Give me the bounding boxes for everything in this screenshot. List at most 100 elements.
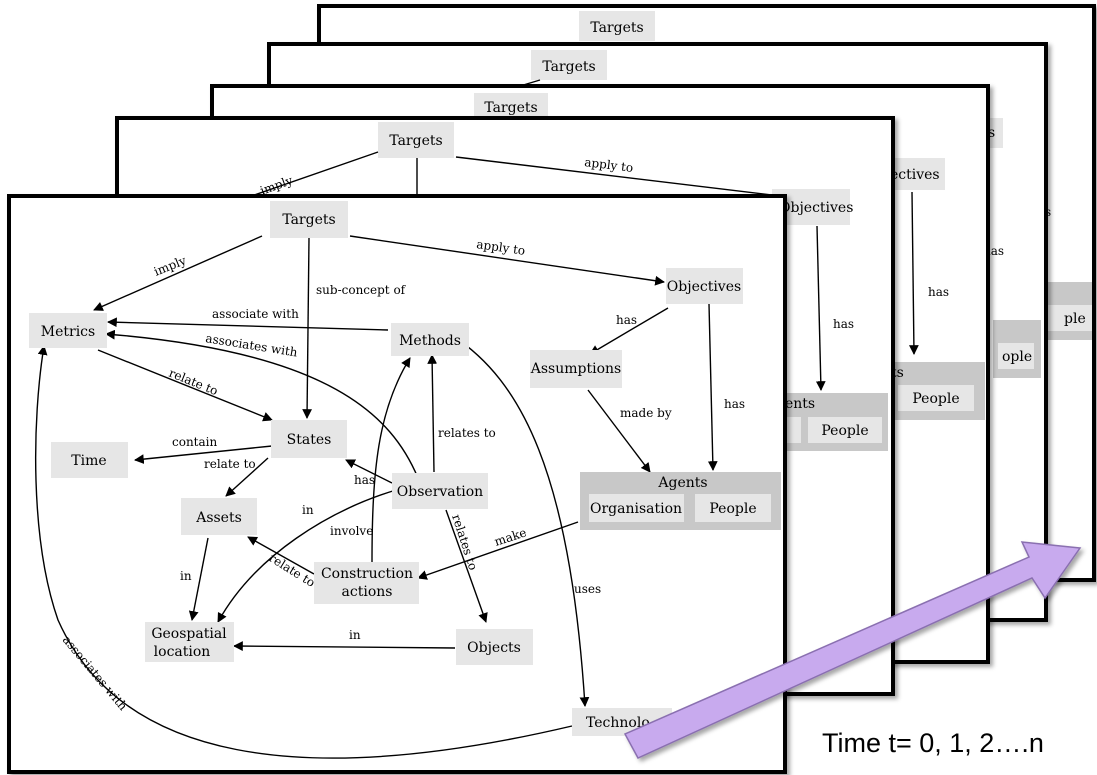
edge-construction-methods (371, 357, 411, 564)
edge-assets-geospatial (188, 537, 209, 621)
node-objects-label: Objects (467, 640, 521, 656)
layer-2-people-label: People (912, 391, 959, 407)
edge-states-assets (225, 457, 269, 497)
layer-4-targets-node (579, 11, 655, 41)
node-targets-label: Targets (282, 212, 335, 228)
edge-uses-label: uses (574, 582, 601, 596)
node-construction-actions-label-1: Construction (321, 566, 413, 582)
layer-1-targets-node (378, 122, 454, 158)
layer-4-people-label: ple (1064, 311, 1086, 327)
node-methods (391, 323, 469, 356)
layer-1-organisation-stub (785, 417, 801, 443)
edge-targets-metrics (93, 235, 263, 311)
node-construction-actions-label-2: actions (342, 584, 393, 600)
node-metrics-label: Metrics (41, 324, 95, 340)
time-arrow-icon (623, 541, 1082, 759)
edge-targets-objectives (349, 235, 665, 286)
edge-made-by-label: made by (620, 406, 672, 420)
layer-0: imply apply to sub-concept of associate … (7, 194, 787, 774)
edge-relate-to-label-2: relate to (204, 457, 256, 471)
layer-1-apply-edge (455, 156, 781, 197)
node-construction-actions (314, 562, 419, 604)
layer-3-targets-label: Targets (542, 59, 595, 75)
node-geospatial-location-label-2: location (154, 644, 211, 660)
node-states (271, 420, 347, 458)
layer-1-people-label: People (821, 423, 868, 439)
edge-in-label-3: in (349, 628, 361, 642)
node-organisation (589, 494, 684, 522)
edge-agents-construction (417, 521, 579, 580)
edge-has-label-1: has (616, 313, 637, 327)
node-geospatial-location (145, 622, 234, 662)
layer-1-people-node (808, 417, 882, 443)
time-caption: Time t= 0, 1, 2….n (822, 728, 1044, 758)
layer-3-targets-node (531, 50, 607, 80)
layer-2-has-edge (908, 191, 919, 355)
edge-relates-to-label-1: relates to (438, 426, 496, 440)
edge-in-label-2: in (180, 569, 192, 583)
node-people (695, 494, 771, 522)
layer-1-agents-label: ents (785, 396, 815, 412)
edge-sub-concept-label: sub-concept of (316, 283, 407, 297)
node-observation-label: Observation (397, 484, 483, 500)
edge-contain-label: contain (172, 435, 217, 449)
edge-observation-methods (427, 354, 438, 473)
node-observation (392, 473, 488, 509)
node-assets-label: Assets (195, 510, 242, 526)
edge-assumptions-agents (587, 389, 651, 473)
node-objectives (666, 268, 743, 304)
edge-states-time (134, 445, 273, 464)
edge-observation-states (345, 459, 393, 484)
edge-apply-to-label: apply to (476, 237, 526, 258)
node-assumptions (530, 350, 622, 388)
node-organisation-label: Organisation (590, 501, 682, 517)
layer-1-apply-label: apply to (584, 155, 634, 175)
layer-4-targets-label: Targets (590, 20, 643, 36)
edge-construction-assets (247, 536, 315, 575)
layer-1-objectives-label: Objectives (779, 200, 853, 216)
node-agents-label: Agents (657, 475, 707, 491)
layer-2-targets-node (474, 93, 548, 119)
node-time (51, 442, 128, 478)
node-objectives-label: Objectives (667, 279, 741, 295)
layer-2-people-node (898, 385, 974, 411)
edge-in-label-1: in (302, 503, 314, 517)
node-methods-label: Methods (399, 333, 461, 349)
edge-has-label-3: has (354, 473, 375, 487)
layer-2-targets-label: Targets (484, 100, 537, 116)
node-states-label: States (287, 432, 332, 448)
layer-1-has-label: has (833, 317, 854, 331)
edge-metrics-states (97, 349, 273, 422)
layer-1-imply-edge (239, 151, 379, 201)
edge-observation-geospatial (217, 489, 397, 623)
node-technologies-label: Technolo (586, 715, 650, 731)
layer-1-targets-label: Targets (389, 133, 442, 149)
node-assumptions-label: Assumptions (530, 361, 621, 377)
edge-methods-metrics (107, 317, 389, 331)
layer-2-has-label: has (928, 285, 949, 299)
node-assets (181, 498, 257, 535)
layer-3-people-node (998, 343, 1034, 369)
edge-involve-label: involve (330, 524, 373, 538)
layer-4-edge-label: s (1045, 205, 1051, 219)
node-geospatial-location-label-1: Geospatial (151, 626, 227, 642)
edge-associate-with-label: associate with (212, 307, 299, 321)
layer-3-objectives-label: s (988, 125, 995, 141)
node-objects (456, 629, 533, 665)
layer-2-objectives-node (887, 158, 945, 190)
layer-2-objectives-label: ectives (890, 167, 940, 183)
layer-4-people-node (1048, 305, 1092, 331)
edge-observation-objects (445, 509, 488, 623)
edge-observation-metrics (105, 329, 419, 479)
node-metrics (29, 313, 107, 348)
edge-technologies-metrics (34, 345, 573, 759)
layer-3-people-label: ople (1002, 349, 1032, 365)
edge-has-label-2: has (724, 397, 745, 411)
layer-1-has-edge (815, 225, 826, 391)
node-time-label: Time (71, 453, 106, 469)
edge-objectives-assumptions (589, 307, 669, 355)
edge-objectives-agents (707, 303, 718, 471)
node-people-label: People (709, 501, 756, 517)
edge-objects-geospatial (233, 641, 456, 651)
